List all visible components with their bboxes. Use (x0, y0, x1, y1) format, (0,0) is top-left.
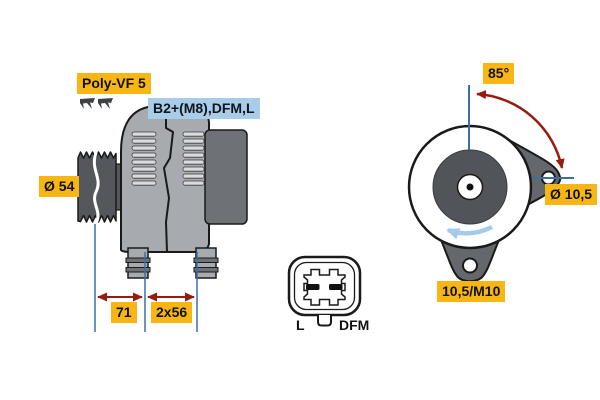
bottom-lug-hole (462, 257, 478, 274)
angle-label: 85° (483, 63, 515, 84)
connector-pinout-drawing (287, 255, 362, 327)
belt-type-label: Poly-VF 5 (77, 73, 151, 94)
connector-pin-l-label: L (296, 317, 305, 333)
angle-arc-arrow (476, 90, 565, 169)
pulley-break-line (92, 151, 100, 223)
mount-thread-label: 10,5/M10 (437, 281, 506, 302)
rotation-arrow-icon (446, 224, 494, 240)
shaft-center-dot (466, 183, 474, 191)
dimension-label-2x56: 2x56 (151, 302, 193, 323)
dimension-label-71: 71 (111, 302, 137, 323)
connector-inner-shell (293, 261, 356, 311)
side-view-drawing (77, 98, 248, 332)
mounting-feet (125, 247, 219, 279)
dimension-extension-lines (94, 224, 198, 332)
terminal-label: B2+(M8),DFM,L (148, 98, 260, 119)
pulley-diameter-label: Ø 54 (39, 176, 80, 197)
front-view-drawing (407, 85, 574, 283)
belt-profile-icon (80, 98, 113, 109)
housing-joint-line (163, 107, 174, 253)
rear-cover (204, 129, 248, 225)
vent-slots (131, 131, 205, 186)
connector-pins (306, 284, 343, 290)
connector-tab (317, 315, 332, 327)
connector-keyway (303, 268, 346, 306)
connector-pin-dfm-label: DFM (339, 317, 370, 333)
angle-reference-lines (468, 85, 574, 179)
lug-hole-diameter-label: Ø 10,5 (545, 184, 598, 205)
